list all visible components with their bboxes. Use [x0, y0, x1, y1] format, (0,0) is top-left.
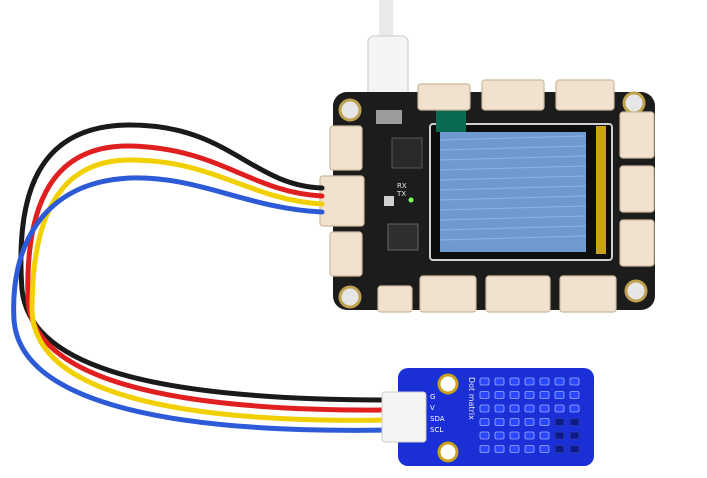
led	[509, 377, 520, 386]
connector	[329, 231, 363, 277]
led	[494, 431, 505, 440]
led	[539, 445, 550, 453]
connector	[619, 111, 655, 159]
led	[569, 445, 580, 453]
wire-yellow	[29, 157, 393, 423]
led	[524, 418, 535, 426]
led	[569, 418, 580, 426]
connector	[319, 175, 365, 227]
led	[554, 391, 565, 399]
led-grid	[479, 377, 580, 453]
led	[539, 377, 550, 386]
led	[554, 418, 565, 426]
led	[524, 377, 535, 386]
button	[384, 196, 394, 206]
pin-label: G	[430, 393, 435, 401]
led	[539, 391, 550, 399]
usb-port	[376, 110, 402, 124]
chip	[391, 137, 423, 169]
silk-rx-label: RX	[397, 182, 407, 190]
led	[494, 404, 505, 413]
led	[509, 431, 520, 440]
led	[509, 418, 520, 426]
main-board: RX TX	[319, 79, 655, 313]
connector	[485, 275, 551, 313]
connector	[481, 79, 545, 111]
grove-cable	[11, 122, 393, 433]
led	[494, 445, 505, 453]
led	[539, 418, 550, 426]
led	[479, 404, 490, 413]
pin-label: SDA	[430, 415, 445, 423]
connector	[555, 79, 615, 111]
wire-black	[18, 122, 393, 403]
dot-matrix-module: Dot matrix GV SDA SCL	[381, 368, 594, 466]
wire-blue	[11, 175, 393, 433]
led	[569, 431, 580, 440]
led	[509, 391, 520, 399]
led	[524, 431, 535, 440]
led	[554, 377, 565, 386]
connector	[377, 285, 413, 313]
connector	[417, 83, 471, 111]
led	[509, 404, 520, 413]
led	[554, 445, 565, 453]
lcd-screen	[429, 110, 613, 261]
mount-hole	[437, 373, 459, 395]
led	[524, 391, 535, 399]
led	[509, 445, 520, 453]
pin-label: V	[430, 404, 435, 412]
connector	[381, 391, 427, 443]
led	[479, 445, 490, 453]
connector	[329, 125, 363, 171]
led	[554, 431, 565, 440]
led	[479, 431, 490, 440]
module-title: Dot matrix	[467, 377, 476, 420]
led	[494, 418, 505, 426]
connector	[619, 165, 655, 213]
led	[554, 404, 565, 413]
wire-red	[25, 143, 393, 413]
led	[524, 445, 535, 453]
chip	[387, 223, 419, 251]
led	[569, 404, 580, 413]
mount-hole	[338, 285, 362, 309]
connector	[619, 219, 655, 267]
led	[494, 377, 505, 386]
led	[479, 418, 490, 426]
mount-hole	[624, 279, 648, 303]
connector	[419, 275, 477, 313]
mount-hole	[437, 441, 459, 463]
led	[494, 391, 505, 399]
mount-hole	[338, 98, 362, 122]
led	[569, 377, 580, 386]
connector	[559, 275, 617, 313]
usb-cable	[367, 0, 409, 106]
led	[539, 431, 550, 440]
pin-labels: GV SDA SCL	[430, 393, 445, 434]
led	[539, 404, 550, 413]
led	[524, 404, 535, 413]
silk-tx-label: TX	[396, 190, 406, 198]
pin-label: SCL	[430, 426, 443, 434]
mount-hole	[622, 91, 646, 115]
led	[569, 391, 580, 399]
led-indicator	[408, 197, 414, 203]
led	[479, 377, 490, 386]
led	[479, 391, 490, 399]
